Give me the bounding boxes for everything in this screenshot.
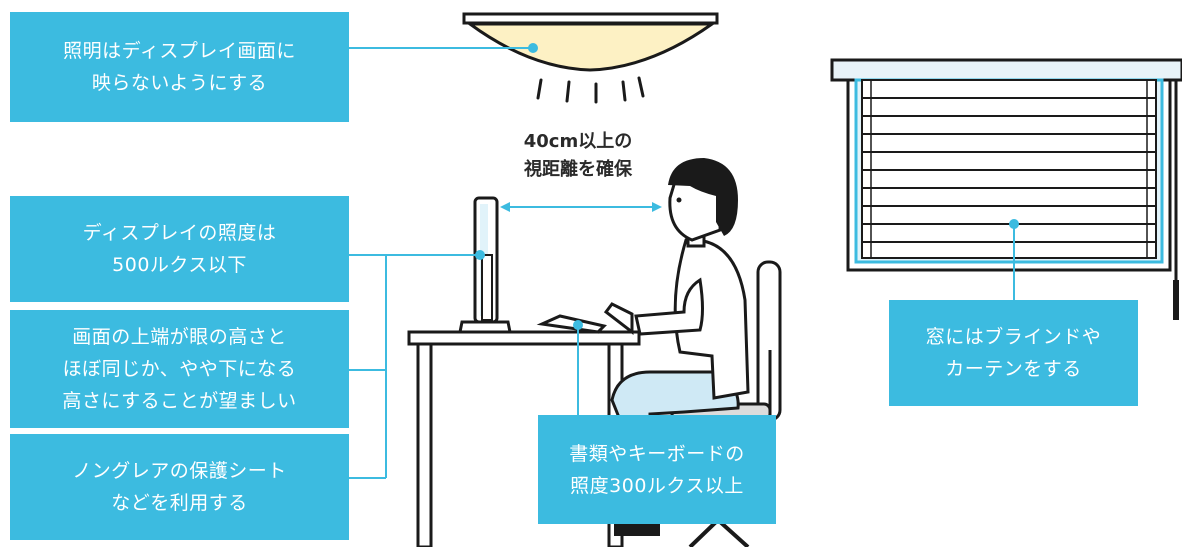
person-icon bbox=[603, 158, 750, 536]
window-blind-icon bbox=[830, 58, 1182, 320]
leader-lines bbox=[349, 43, 1019, 479]
document-illuminance-label: 書類やキーボードの 照度300ルクス以上 bbox=[538, 415, 776, 524]
window-label-line2: カーテンをする bbox=[945, 358, 1082, 380]
display-illuminance-label: ディスプレイの照度は 500ルクス以下 bbox=[10, 196, 349, 302]
window-label: 窓にはブラインドや カーテンをする bbox=[889, 300, 1138, 406]
non-glare-label-line1: ノングレアの保護シート bbox=[72, 460, 287, 482]
lighting-label-line1: 照明はディスプレイ画面に bbox=[63, 40, 296, 62]
screen-height-label-line3: 高さにすることが望ましい bbox=[62, 390, 297, 412]
distance-caption-line1: 40cm以上の bbox=[523, 131, 633, 152]
screen-height-label: 画面の上端が眼の高さと ほぼ同じか、やや下になる 高さにすることが望ましい bbox=[10, 310, 349, 428]
keyboard-icon bbox=[536, 314, 607, 334]
display-illuminance-label-line2: 500ルクス以下 bbox=[112, 254, 247, 276]
ceiling-lamp-icon bbox=[462, 12, 719, 104]
non-glare-label: ノングレアの保護シート などを利用する bbox=[10, 434, 349, 540]
screen-height-label-line2: ほぼ同じか、やや下になる bbox=[62, 358, 297, 380]
lighting-label: 照明はディスプレイ画面に 映らないようにする bbox=[10, 12, 349, 122]
distance-caption-line2: 視距離を確保 bbox=[524, 159, 632, 180]
non-glare-label-line2: などを利用する bbox=[111, 492, 248, 514]
document-illuminance-label-line1: 書類やキーボードの bbox=[569, 442, 745, 465]
monitor-icon bbox=[458, 196, 512, 334]
lighting-label-line2: 映らないようにする bbox=[91, 72, 268, 94]
window-label-line1: 窓にはブラインドや bbox=[925, 326, 1102, 348]
display-illuminance-label-line1: ディスプレイの照度は bbox=[82, 222, 277, 244]
screen-height-label-line1: 画面の上端が眼の高さと bbox=[72, 326, 287, 348]
distance-caption: 40cm以上の 視距離を確保 bbox=[488, 128, 668, 184]
document-illuminance-label-line2: 照度300ルクス以上 bbox=[570, 474, 744, 497]
